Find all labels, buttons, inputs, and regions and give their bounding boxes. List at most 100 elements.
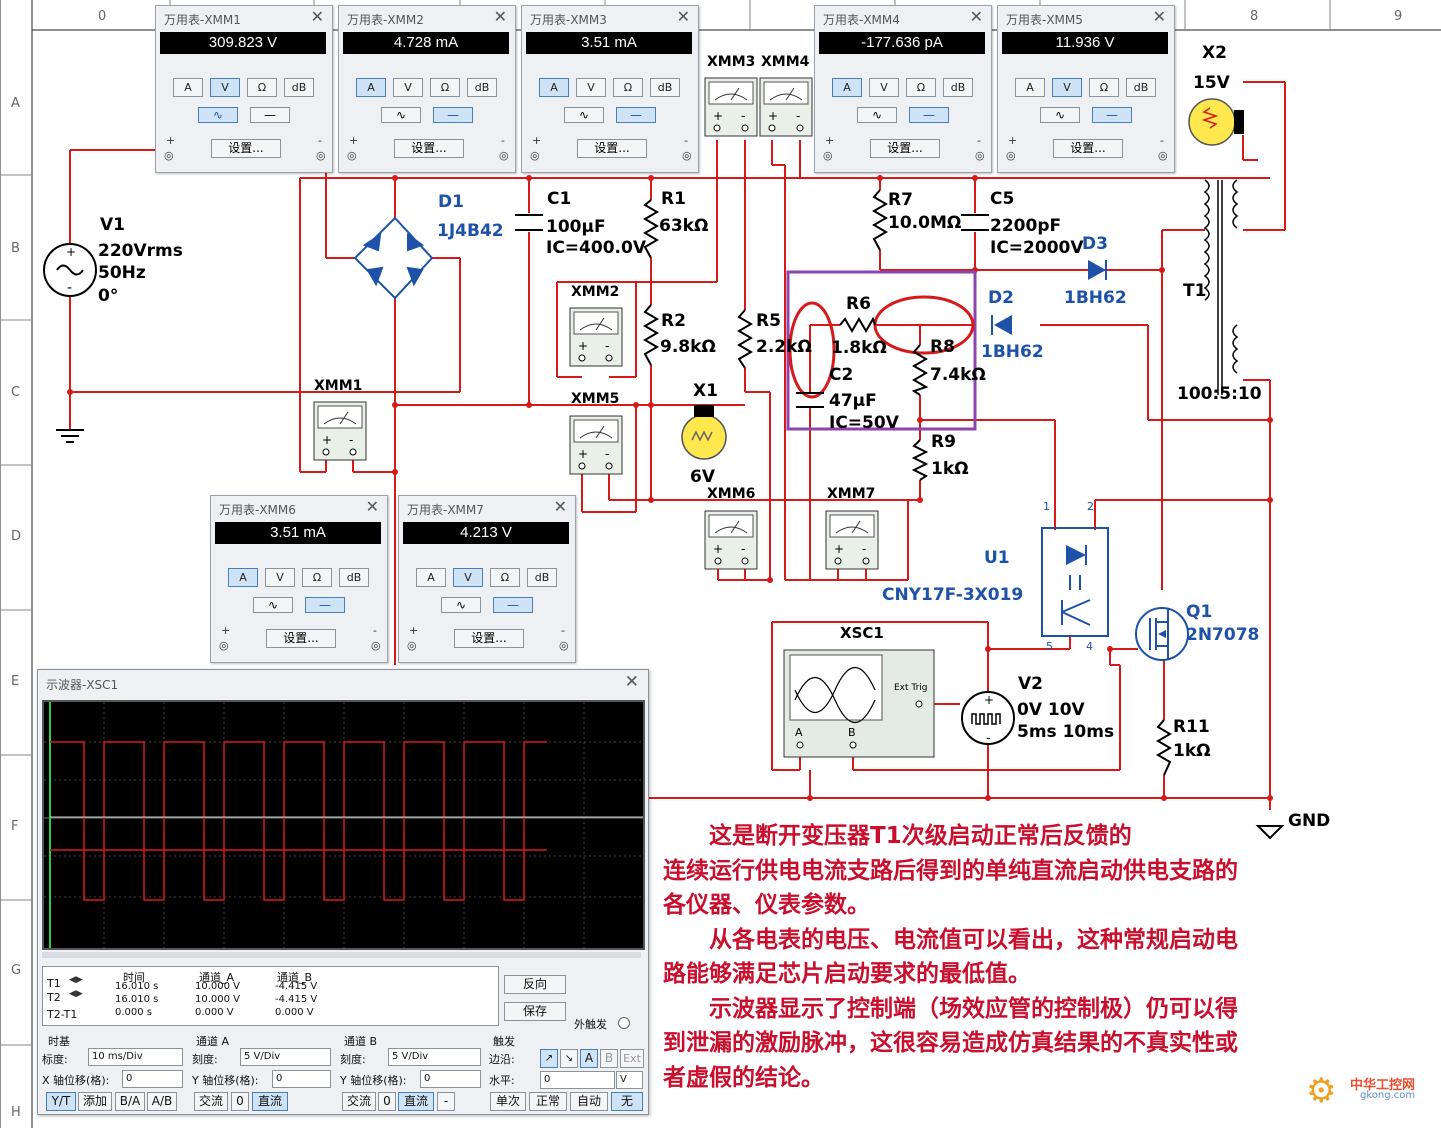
ohmmeter-mode-button[interactable]: Ω [1089,78,1119,97]
terminal-icon[interactable]: ◎ [164,149,174,162]
multimeter-symbol[interactable]: +- [313,401,367,461]
rising-edge-icon[interactable]: ↗ [540,1049,558,1068]
dc-line-icon[interactable]: — [250,107,290,123]
channel-a-scale-input[interactable]: 5 V/Div [240,1048,331,1066]
settings-button[interactable]: 设置... [577,139,647,158]
db-mode-button[interactable]: dB [943,78,973,97]
reverse-button[interactable]: 反向 [504,975,566,994]
close-icon[interactable]: ✕ [1152,7,1166,26]
pulse-source-icon[interactable]: + - [961,691,1015,746]
terminal-icon[interactable]: ◎ [530,149,540,162]
voltmeter-mode-button[interactable]: V [869,78,899,97]
terminal-icon[interactable]: ◎ [975,149,985,162]
resistor-icon[interactable] [911,344,929,396]
resistor-icon[interactable] [839,316,876,333]
terminal-icon[interactable]: ◎ [823,149,833,162]
db-mode-button[interactable]: dB [339,568,369,587]
multimeter-symbol[interactable]: +- [569,307,623,367]
falling-edge-icon[interactable]: ↘ [560,1049,578,1068]
ext-trigger-terminal-icon[interactable] [618,1017,630,1029]
normal-button[interactable]: 正常 [529,1092,567,1111]
dc-line-icon[interactable]: — [493,597,533,613]
db-mode-button[interactable]: dB [1126,78,1156,97]
channel-b-scale-input[interactable]: 5 V/Div [388,1048,481,1066]
ammeter-mode-button[interactable]: A [832,78,862,97]
oscilloscope-window[interactable]: 示波器-XSC1 ✕ 时间 通道_A 通道_B T1 16.010 s 10.0… [37,669,649,1115]
close-icon[interactable]: ✕ [553,497,567,516]
terminal-icon[interactable]: ◎ [347,149,357,162]
settings-button[interactable]: 设置... [1053,139,1123,158]
mosfet-icon[interactable] [1135,607,1189,661]
close-icon[interactable]: ✕ [676,7,690,26]
channel-b-invert-button[interactable]: - [437,1092,455,1111]
terminal-icon[interactable]: ◎ [682,149,692,162]
db-mode-button[interactable]: dB [650,78,680,97]
resistor-icon[interactable] [1156,719,1172,776]
voltmeter-mode-button[interactable]: V [576,78,606,97]
resistor-icon[interactable] [872,189,888,251]
capacitor-icon[interactable] [515,214,543,231]
multimeter-symbol[interactable]: +- [825,510,879,570]
cursor-arrow-icon[interactable]: ◀▶ [69,989,83,999]
channel-a-zero-button[interactable]: 0 [231,1092,249,1111]
db-mode-button[interactable]: dB [284,78,314,97]
auto-button[interactable]: 自动 [570,1092,608,1111]
ac-wave-icon[interactable]: ∿ [1040,107,1080,123]
trigger-a-button[interactable]: A [580,1049,598,1068]
channel-a-dc-button[interactable]: 直流 [252,1092,288,1111]
dc-line-icon[interactable]: — [909,107,949,123]
trigger-b-button[interactable]: B [600,1049,618,1068]
dc-line-icon[interactable]: — [1092,107,1132,123]
ohmmeter-mode-button[interactable]: Ω [430,78,460,97]
x-position-input[interactable]: 0 [122,1070,183,1088]
ohmmeter-mode-button[interactable]: Ω [906,78,936,97]
scrollbar[interactable] [42,952,641,958]
terminal-icon[interactable]: ◎ [1158,149,1168,162]
capacitor-icon[interactable] [796,392,824,408]
ohmmeter-mode-button[interactable]: Ω [247,78,277,97]
settings-button[interactable]: 设置... [454,629,524,648]
terminal-icon[interactable]: ◎ [559,639,569,652]
db-mode-button[interactable]: dB [467,78,497,97]
resistor-icon[interactable] [643,304,659,366]
dc-line-icon[interactable]: — [433,107,473,123]
diode-icon[interactable] [1088,260,1107,280]
ab-button[interactable]: A/B [147,1092,177,1111]
ammeter-mode-button[interactable]: A [416,568,446,587]
trigger-ext-button[interactable]: Ext [620,1049,644,1068]
ohmmeter-mode-button[interactable]: Ω [490,568,520,587]
ba-button[interactable]: B/A [115,1092,145,1111]
capacitor-icon[interactable] [961,214,989,231]
ac-wave-icon[interactable]: ∿ [381,107,421,123]
terminal-icon[interactable]: ◎ [499,149,509,162]
ac-wave-icon[interactable]: ∿ [253,597,293,613]
ammeter-mode-button[interactable]: A [173,78,203,97]
terminal-icon[interactable]: ◎ [219,639,229,652]
channel-b-ac-button[interactable]: 交流 [342,1092,376,1111]
transformer-icon[interactable] [1203,179,1239,395]
ammeter-mode-button[interactable]: A [356,78,386,97]
single-button[interactable]: 单次 [490,1092,526,1111]
settings-button[interactable]: 设置... [266,629,336,648]
dc-line-icon[interactable]: — [305,597,345,613]
trigger-level-input[interactable]: 0 [540,1071,615,1089]
close-icon[interactable]: ✕ [624,672,639,692]
settings-button[interactable]: 设置... [394,139,464,158]
resistor-icon[interactable] [643,199,659,259]
channel-b-dc-button[interactable]: 直流 [398,1092,434,1111]
multimeter-symbol[interactable]: +- [704,510,758,570]
ammeter-mode-button[interactable]: A [228,568,258,587]
timebase-scale-input[interactable]: 10 ms/Div [88,1048,183,1066]
add-button[interactable]: 添加 [78,1092,112,1111]
voltmeter-mode-button[interactable]: V [265,568,295,587]
oscilloscope-symbol[interactable]: Ext Trig A B [783,649,935,758]
save-button[interactable]: 保存 [504,1002,566,1021]
resistor-icon[interactable] [911,439,929,481]
ammeter-mode-button[interactable]: A [539,78,569,97]
diode-icon[interactable] [991,315,1012,335]
